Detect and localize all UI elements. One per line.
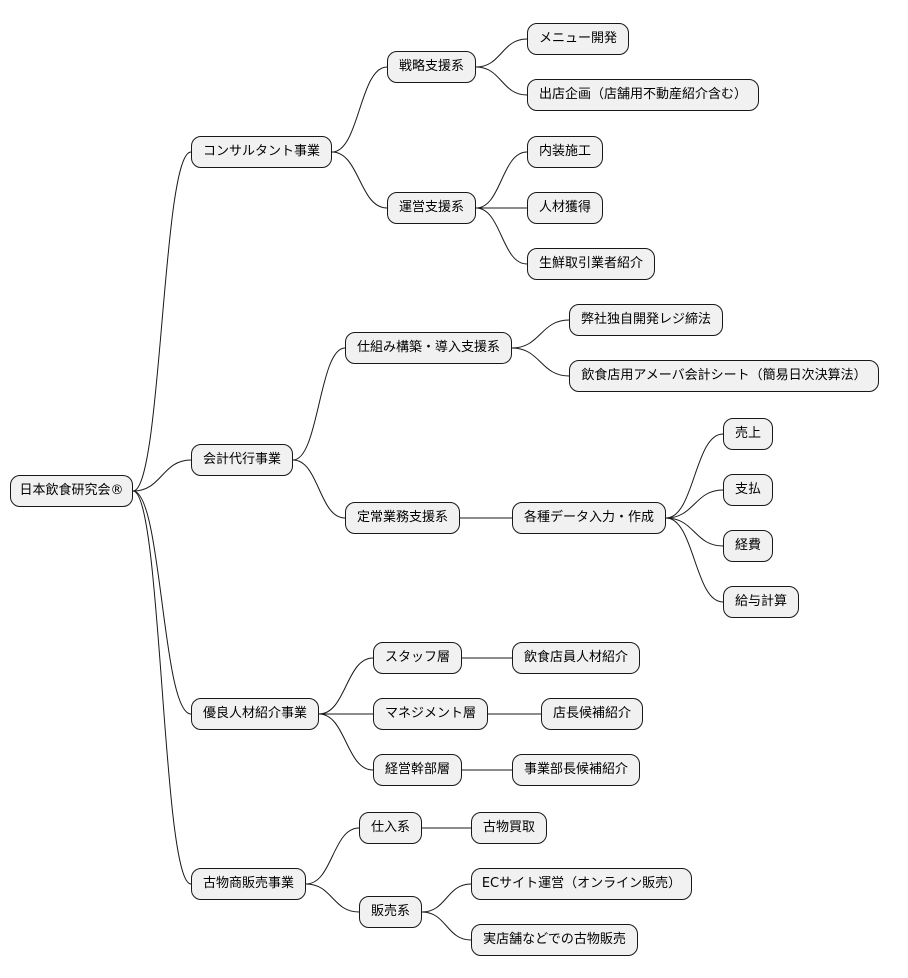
category-node: 定常業務支援系	[345, 502, 460, 534]
connector-line	[665, 489, 724, 519]
item-node: 弊社独自開発レジ締法	[569, 304, 723, 336]
root-node: 日本飲食研究会®	[10, 475, 133, 507]
connector-line	[421, 911, 472, 941]
category-node: 戦略支援系	[387, 51, 476, 83]
business-node: 古物商販売事業	[191, 868, 306, 900]
connector-line	[318, 713, 374, 771]
business-node: 優良人材紹介事業	[191, 698, 319, 730]
connector-line	[305, 827, 360, 885]
category-node: マネジメント層	[373, 698, 488, 730]
item-node: 店長候補紹介	[541, 698, 643, 730]
item-node: 内装施工	[527, 136, 603, 168]
category-node: 仕入系	[359, 812, 422, 844]
connector-line	[331, 66, 388, 153]
item-node: メニュー開発	[527, 23, 629, 55]
item-node: 飲食店員人材紹介	[512, 642, 640, 674]
category-node: スタッフ層	[373, 642, 462, 674]
item-node: 各種データ入力・作成	[512, 502, 666, 534]
item-node: 人材獲得	[527, 192, 603, 224]
item-node: 生鮮取引業者紹介	[527, 248, 655, 280]
connector-line	[292, 459, 346, 519]
item-node: 出店企画（店舗用不動産紹介含む）	[527, 79, 759, 111]
category-node: 仕組み構築・導入支援系	[345, 332, 512, 364]
category-node: 運営支援系	[387, 192, 476, 224]
connector-line	[132, 490, 192, 885]
connector-line	[132, 459, 192, 492]
connector-line	[475, 207, 528, 265]
business-node: コンサルタント事業	[191, 136, 332, 168]
category-node: 販売系	[359, 896, 422, 928]
connector-line	[475, 66, 528, 96]
connector-line	[421, 883, 472, 913]
business-node: 会計代行事業	[191, 444, 293, 476]
connector-line	[475, 38, 528, 68]
connector-line	[665, 517, 724, 603]
connector-line	[511, 347, 570, 377]
connector-line	[475, 151, 528, 209]
item-node: 実店舗などでの古物販売	[471, 924, 638, 956]
connector-line	[132, 490, 192, 715]
sub-item-node: 売上	[723, 418, 773, 450]
item-node: 事業部長候補紹介	[512, 754, 640, 786]
item-node: ECサイト運営（オンライン販売）	[471, 868, 692, 900]
sub-item-node: 支払	[723, 474, 773, 506]
connector-line	[292, 347, 346, 461]
item-node: 飲食店用アメーバ会計シート（簡易日次決算法）	[569, 360, 879, 392]
connector-line	[305, 883, 360, 913]
sub-item-node: 経費	[723, 530, 773, 562]
connector-line	[318, 657, 374, 715]
item-node: 古物買取	[471, 812, 547, 844]
connector-line	[511, 319, 570, 349]
sub-item-node: 給与計算	[723, 586, 799, 618]
connector-line	[132, 151, 192, 492]
connector-line	[665, 517, 724, 547]
connector-line	[665, 433, 724, 519]
connector-line	[331, 151, 388, 209]
category-node: 経営幹部層	[373, 754, 462, 786]
